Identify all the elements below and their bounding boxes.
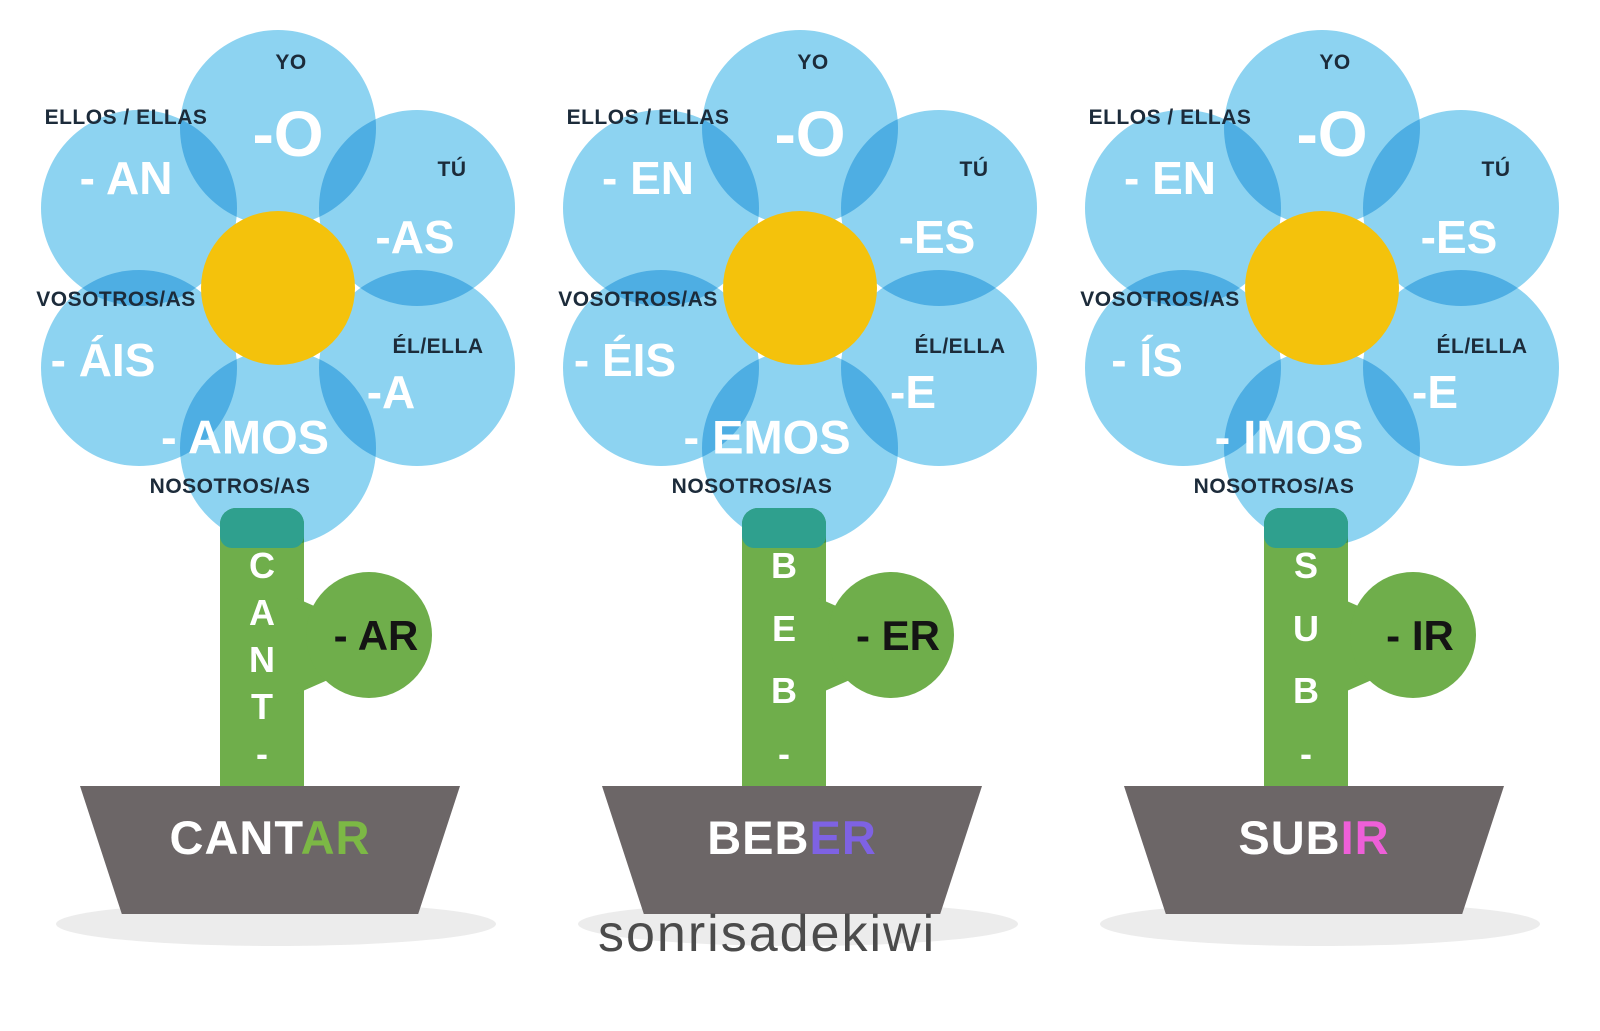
pronoun-label: ÉL/ELLA — [392, 335, 484, 358]
stem-letter: - — [1300, 732, 1312, 774]
ending-label: -O — [252, 98, 324, 170]
stem-letter: S — [1293, 545, 1318, 586]
stem-cap — [220, 508, 304, 548]
leaf-suffix-label: - AR — [333, 612, 419, 659]
flower-stem — [1264, 508, 1348, 790]
pronoun-label: VOSOTROS/AS — [1080, 288, 1240, 311]
stem-letter: - — [256, 733, 268, 774]
pronoun-label: TÚ — [959, 158, 989, 181]
infinitive-word: CANTAR — [80, 810, 460, 865]
stem-letters: B E B - — [742, 548, 826, 772]
infinitive-word: BEBER — [602, 810, 982, 865]
flower-beber: - ER B E B - YO -O TÚ -ES ÉL/ELLA -E NOS… — [530, 0, 1054, 1031]
leaf-suffix-label: - IR — [1386, 612, 1454, 659]
watermark: sonrisadekiwi — [598, 905, 937, 963]
ending-label: - ÉIS — [573, 334, 677, 386]
flower-center-icon — [723, 211, 877, 365]
pronoun-label: YO — [1319, 51, 1351, 74]
leaf-icon — [1350, 572, 1476, 698]
stem-letter: B — [771, 545, 797, 586]
ending-label: -E — [890, 366, 936, 418]
pronoun-label: TÚ — [1481, 158, 1511, 181]
stem-letter: B — [771, 670, 797, 712]
flower-center-icon — [1245, 211, 1399, 365]
flower-stem — [742, 508, 826, 790]
ending-label: -O — [1296, 98, 1368, 170]
ending-label: -ES — [898, 211, 976, 263]
stem-letter: U — [1293, 607, 1319, 649]
infinitive-suffix: IR — [1340, 811, 1390, 864]
flower-stem — [220, 508, 304, 790]
pronoun-label: ÉL/ELLA — [1436, 335, 1528, 358]
stem-letter: N — [249, 639, 275, 680]
pronoun-label: NOSOTROS/AS — [1193, 475, 1355, 498]
ending-label: - AN — [79, 152, 173, 204]
infinitive-stem: CANT — [169, 811, 301, 864]
pronoun-label: ELLOS / ELLAS — [566, 106, 730, 129]
leaf-suffix-label: - ER — [856, 612, 940, 659]
stem-letter: A — [249, 592, 275, 633]
pronoun-label: VOSOTROS/AS — [36, 288, 196, 311]
leaf-icon — [828, 572, 954, 698]
ending-label: - AMOS — [161, 410, 329, 464]
flower-center-icon — [201, 211, 355, 365]
stem-letter: T — [251, 686, 273, 727]
flower-head: YO -O TÚ -ES ÉL/ELLA -E NOSOTROS/AS - IM… — [1052, 0, 1576, 560]
ending-label: -AS — [375, 211, 455, 263]
pronoun-label: YO — [797, 51, 829, 74]
stem-letters: C A N T - — [220, 548, 304, 772]
infinitive-stem: SUB — [1238, 811, 1341, 864]
infinitive-suffix: ER — [809, 811, 877, 864]
ending-label: - EN — [602, 152, 694, 204]
ending-label: -ES — [1420, 211, 1498, 263]
pronoun-label: VOSOTROS/AS — [558, 288, 718, 311]
flower-pot: SUBIR — [1124, 786, 1504, 914]
infinitive-word: SUBIR — [1124, 810, 1504, 865]
ending-label: -E — [1412, 366, 1458, 418]
flower-cantar: - AR C A N T - YO -O TÚ -AS ÉL/ELLA -A N… — [8, 0, 532, 1031]
stem-cap — [1264, 508, 1348, 548]
pronoun-label: TÚ — [437, 158, 467, 181]
stem-letter: B — [1293, 670, 1319, 712]
ending-label: - ÁIS — [50, 334, 156, 386]
stem-cap — [742, 508, 826, 548]
pronoun-label: ÉL/ELLA — [914, 335, 1006, 358]
ending-label: - ÍS — [1111, 334, 1183, 386]
flower-pot: CANTAR — [80, 786, 460, 914]
flower-pot: BEBER — [602, 786, 982, 914]
infinitive-stem: BEB — [707, 811, 810, 864]
stem-letter: E — [771, 607, 796, 649]
ending-label: - IMOS — [1214, 410, 1364, 464]
ending-label: -O — [774, 98, 846, 170]
stem-letter: - — [778, 732, 790, 774]
leaf-icon — [306, 572, 432, 698]
pronoun-label: NOSOTROS/AS — [671, 475, 833, 498]
flower-head: YO -O TÚ -ES ÉL/ELLA -E NOSOTROS/AS - EM… — [530, 0, 1054, 560]
pronoun-label: ELLOS / ELLAS — [44, 106, 208, 129]
stem-letters: S U B - — [1264, 548, 1348, 772]
pronoun-label: NOSOTROS/AS — [149, 475, 311, 498]
infinitive-suffix: AR — [300, 811, 371, 864]
pronoun-label: YO — [275, 51, 307, 74]
pronoun-label: ELLOS / ELLAS — [1088, 106, 1252, 129]
flower-head: YO -O TÚ -AS ÉL/ELLA -A NOSOTROS/AS - AM… — [8, 0, 532, 560]
ending-label: -A — [366, 366, 416, 418]
ending-label: - EN — [1124, 152, 1216, 204]
stem-letter: C — [249, 545, 275, 586]
flower-subir: - IR S U B - YO -O TÚ -ES ÉL/ELLA -E NOS… — [1052, 0, 1576, 1031]
ending-label: - EMOS — [683, 410, 851, 464]
